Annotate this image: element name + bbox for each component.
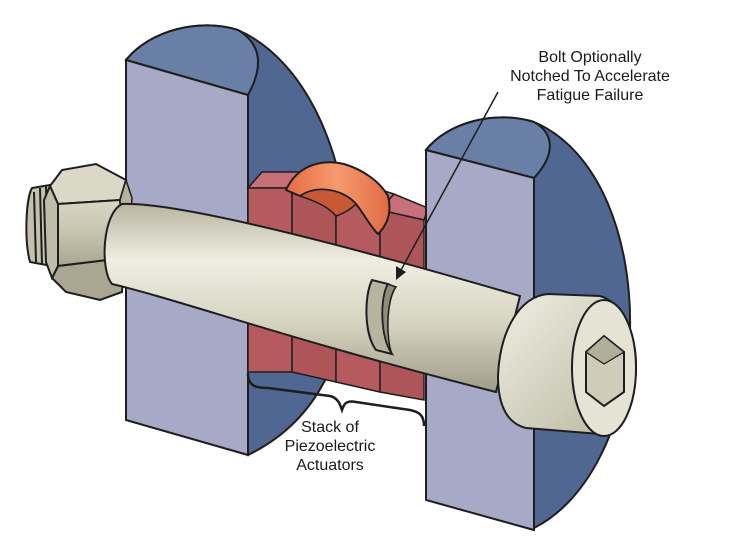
bolt [25,162,638,437]
bolt-shank [103,202,522,394]
bolt-notch-annotation: Bolt Optionally Notched To Accelerate Fa… [470,48,710,105]
right-plate-top [424,116,551,180]
stack-annotation-line: Piezoelectric [284,438,376,455]
notch-callout-arrow [396,91,499,280]
stack-annotation-line: Stack of [301,419,359,436]
bolt-notch [365,278,398,356]
socket-head-cap [496,292,638,437]
copper-clip-inner [298,188,358,217]
bolt-annotation-line: Bolt Optionally [538,49,642,66]
left-plate-top [124,24,260,97]
actuator-stack-annotation: Stack of Piezoelectric Actuators [255,418,405,475]
stack-annotation-line: Actuators [296,457,364,474]
copper-clip [284,161,391,236]
bolt-annotation-line: Fatigue Failure [536,87,644,104]
stack-brace [246,373,426,427]
bolt-annotation-line: Notched To Accelerate [510,68,670,85]
